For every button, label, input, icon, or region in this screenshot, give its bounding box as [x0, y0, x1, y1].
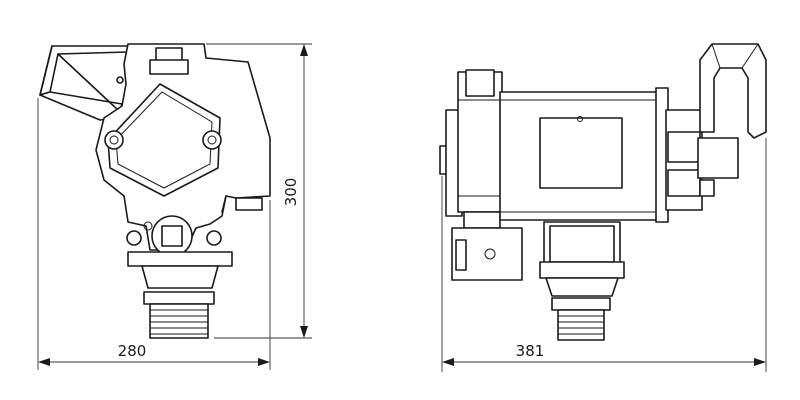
front-view: 300 280	[37, 43, 312, 370]
arrow-head-right-side	[754, 358, 766, 366]
arrow-head-left-side	[442, 358, 454, 366]
height-label: 300	[282, 178, 300, 207]
width-label: 280	[118, 342, 147, 360]
outlet-coupling	[127, 251, 233, 339]
arrow-head-right	[258, 358, 270, 366]
nozzle-boot	[699, 43, 767, 139]
arrow-head-left	[38, 358, 50, 366]
nozzle-holder	[39, 45, 129, 121]
arrow-head-up	[300, 44, 308, 56]
rear-end-cap	[439, 69, 503, 229]
length-label: 381	[516, 342, 545, 360]
pump-body	[95, 43, 271, 257]
side-view: 381	[439, 43, 767, 372]
width-dimension: 280	[37, 98, 271, 370]
height-dimension: 300	[206, 43, 312, 339]
length-dimension: 381	[441, 138, 767, 372]
bottom-outlet	[451, 221, 625, 341]
arrow-head-down	[300, 326, 308, 338]
label-plate	[539, 117, 623, 189]
motor-housing	[499, 91, 661, 221]
front-flange	[655, 87, 739, 223]
